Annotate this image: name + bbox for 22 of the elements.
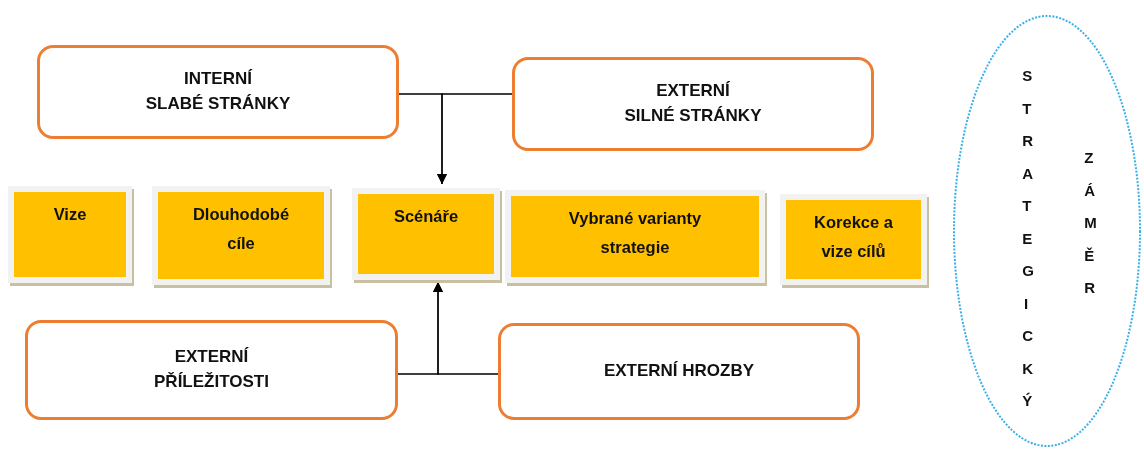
arrow — [437, 93, 513, 185]
stage-box — [352, 188, 500, 280]
stage-box — [8, 186, 132, 283]
stage-box — [505, 190, 765, 283]
vertical-label: STRATEGICKÝ — [1021, 66, 1034, 411]
factor-box — [37, 45, 399, 139]
box-label: Vybrané varianty strategie — [568, 208, 702, 258]
stage-box — [780, 194, 927, 285]
arrow — [433, 281, 499, 375]
box-label: Korekce a vize cílů — [814, 212, 893, 262]
stage-box — [152, 186, 330, 285]
box-label: EXTERNÍ HROZBY — [603, 360, 755, 383]
box-label: INTERNÍ SLABÉ STRÁNKY — [145, 68, 291, 115]
factor-box — [498, 323, 860, 420]
box-label: Vize — [53, 204, 87, 225]
box-label: EXTERNÍ PŘÍLEŽITOSTI — [154, 346, 269, 393]
factor-box — [25, 320, 398, 420]
box-label: EXTERNÍ SILNÉ STRÁNKY — [624, 80, 762, 127]
vertical-label: ZÁMĚR — [1083, 148, 1096, 298]
box-label: Dlouhodobé cíle — [192, 204, 290, 254]
box-label: Scénáře — [393, 206, 459, 227]
factor-box — [512, 57, 874, 151]
